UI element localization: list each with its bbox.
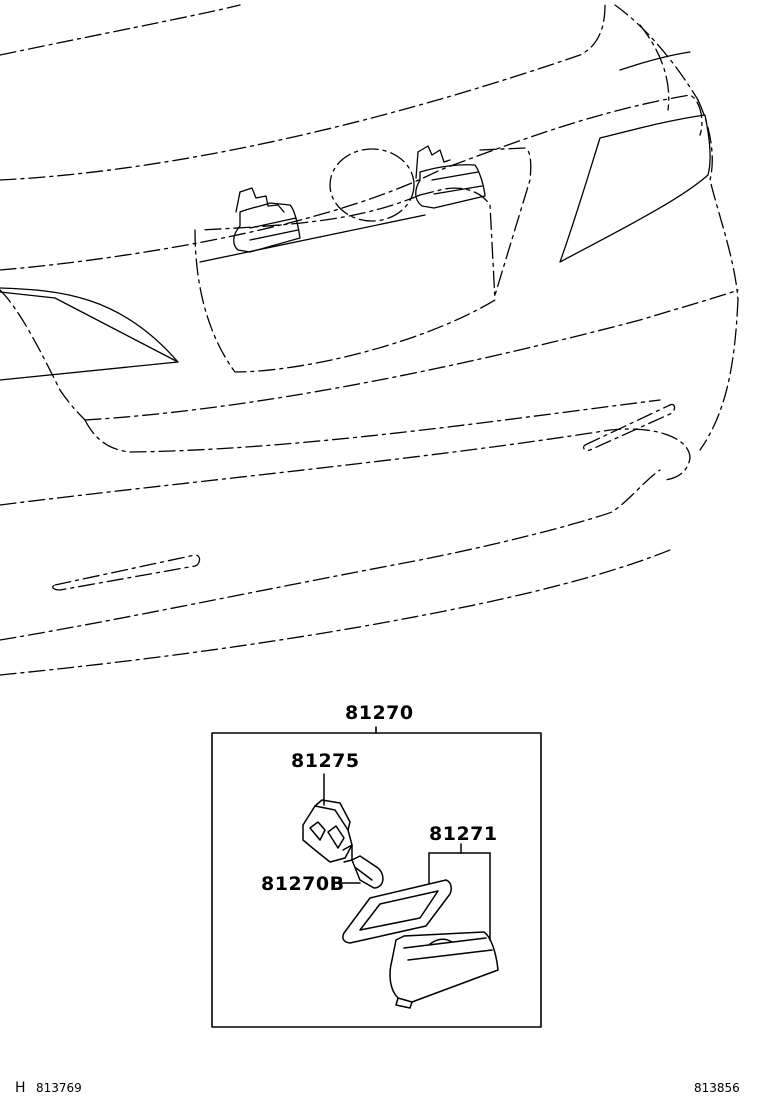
license-lamp-left <box>233 187 301 253</box>
part-number-bulb: 81270B <box>261 873 345 895</box>
part-number-housing: 81271 <box>429 823 498 845</box>
housing-part <box>389 931 499 1009</box>
bulb-part <box>334 855 384 889</box>
license-lamp-right <box>415 145 486 209</box>
footer-code-left: 813769 <box>36 1081 82 1095</box>
footer-prefix: H <box>15 1080 26 1096</box>
part-number-socket: 81275 <box>291 750 360 772</box>
footer-code-right: 813856 <box>694 1081 740 1095</box>
taillight-outlines <box>0 51 711 381</box>
housing-leader <box>428 843 491 941</box>
car-body-outline <box>0 4 739 676</box>
socket-part <box>302 773 353 863</box>
part-number-assembly: 81270 <box>345 702 414 724</box>
lens-part <box>342 879 452 944</box>
